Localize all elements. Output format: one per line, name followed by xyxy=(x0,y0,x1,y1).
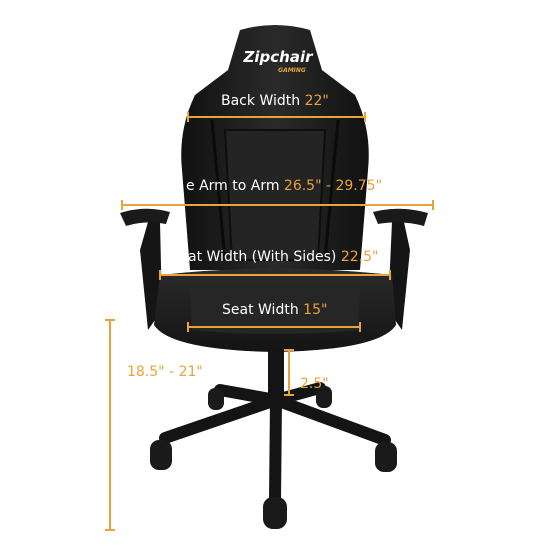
seat-width-value: 15" xyxy=(303,302,328,318)
seat-width-sides-label: at Width (With Sides) 22.5" xyxy=(188,249,378,265)
arm-to-arm-text: e Arm to Arm xyxy=(186,178,280,194)
back-width-line xyxy=(187,112,366,122)
chair-base xyxy=(159,382,391,506)
brand-logo: Zipchair xyxy=(243,48,315,66)
back-width-value: 22" xyxy=(304,93,329,109)
seat-width-label: Seat Width 15" xyxy=(222,302,327,318)
height-value: 18.5" - 21" xyxy=(127,364,203,380)
arm-to-arm-value: 26.5" - 29.75" xyxy=(283,178,383,194)
seat-width-sides-line xyxy=(159,270,391,280)
chair-gas-cylinder xyxy=(268,350,284,400)
dimension-lines xyxy=(105,112,434,531)
height-label: eigh xyxy=(168,345,199,361)
chair-casters xyxy=(150,386,397,529)
back-width-label: Back Width 22" xyxy=(221,93,329,109)
chair-left-armrest xyxy=(120,208,170,330)
seat-width-line xyxy=(187,322,361,332)
seat-width-text: Seat Width xyxy=(222,302,299,318)
lift-value: 2.5" xyxy=(300,376,329,392)
chair-backrest xyxy=(181,25,369,270)
seat-width-sides-value: 22.5" xyxy=(340,249,379,265)
back-width-text: Back Width xyxy=(221,93,301,109)
chair-seat xyxy=(154,268,396,352)
lift-line xyxy=(284,349,294,396)
arm-to-arm-line xyxy=(121,200,434,210)
height-line xyxy=(105,319,115,531)
brand-logo-sub: GAMING xyxy=(278,67,306,74)
arm-to-arm-label: e Arm to Arm 26.5" - 29.75" xyxy=(186,178,382,194)
seat-width-sides-text: at Width (With Sides) xyxy=(188,249,337,265)
